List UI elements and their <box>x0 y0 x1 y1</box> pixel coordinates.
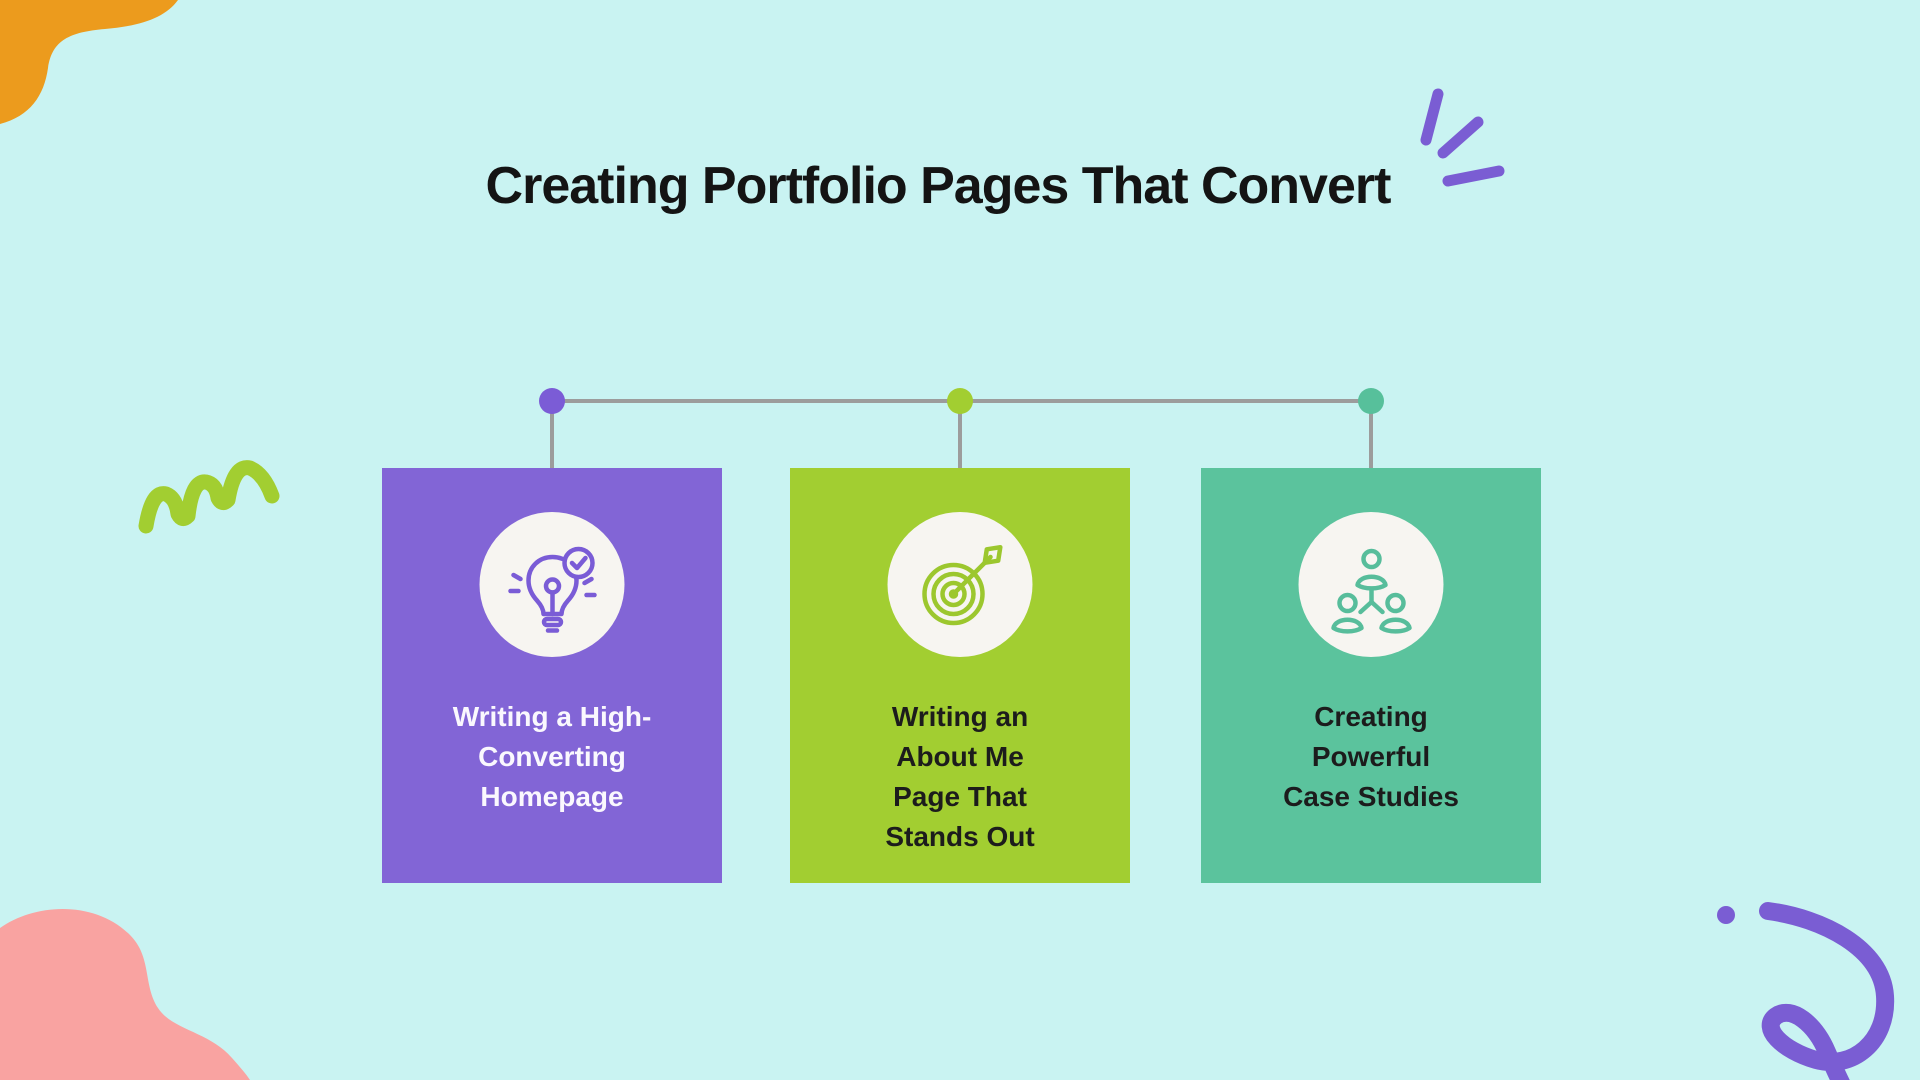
icon-circle <box>479 512 625 657</box>
timeline-dot <box>1358 388 1384 414</box>
icon-circle <box>887 512 1033 657</box>
icon-circle <box>1298 512 1444 657</box>
card-title-line: About Me <box>896 741 1024 772</box>
card-title: Creating Powerful Case Studies <box>1207 697 1535 817</box>
card-title-line: Homepage <box>480 781 624 812</box>
card-title: Writing an About Me Page That Stands Out <box>796 697 1124 857</box>
lightbulb-check-icon <box>507 546 597 633</box>
timeline-dot <box>539 388 565 414</box>
people-network-icon <box>1330 548 1412 634</box>
card-title-line: Writing an <box>891 701 1029 732</box>
target-arrow-icon <box>921 544 1003 625</box>
card-homepage: Writing a High- Converting Homepage <box>382 468 722 883</box>
card-title-line: Case Studies <box>1283 781 1459 812</box>
timeline-dot <box>947 388 973 414</box>
orange-blob-decoration <box>0 0 178 124</box>
card-title-line: Writing a High- <box>452 701 652 732</box>
card-title-line: Converting <box>478 741 626 772</box>
card-title-line: Stands Out <box>885 821 1035 852</box>
card-case-studies: Creating Powerful Case Studies <box>1201 468 1541 883</box>
card-title-line: Page That <box>893 781 1027 812</box>
page-title: Creating Portfolio Pages That Convert <box>485 157 1392 215</box>
green-squiggle-decoration <box>138 460 280 534</box>
card-title: Writing a High- Converting Homepage <box>388 697 716 817</box>
card-title-line: Powerful <box>1311 741 1431 772</box>
purple-swirl-decoration <box>1717 902 1895 1080</box>
card-title-line: Creating <box>1314 701 1428 732</box>
card-about-me: Writing an About Me Page That Stands Out <box>790 468 1130 883</box>
pink-blob-decoration <box>0 908 250 1080</box>
